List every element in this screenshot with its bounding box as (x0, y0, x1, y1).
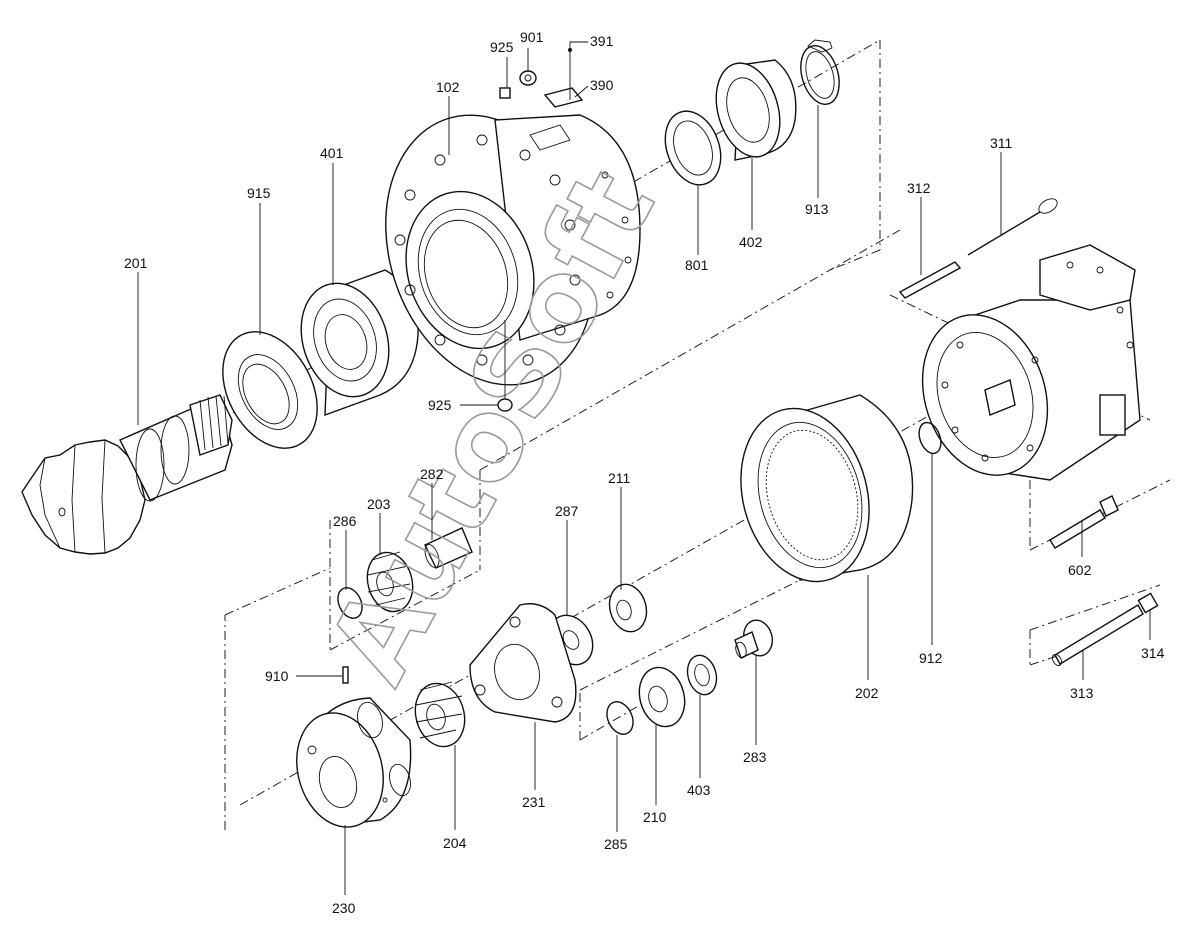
carrier-plate-231 (469, 603, 577, 723)
label-314: 314 (1141, 645, 1165, 661)
part-labels: 201 915 401 102 925 901 391 390 925 801 … (124, 29, 1165, 916)
label-925-bottom: 925 (428, 397, 452, 413)
label-915: 915 (247, 185, 271, 201)
label-211: 211 (608, 470, 631, 486)
thrust-plate-283 (734, 619, 774, 659)
label-283: 283 (743, 749, 767, 765)
label-913: 913 (805, 201, 829, 217)
name-plate-390 (543, 87, 584, 108)
label-401: 401 (320, 145, 344, 161)
label-285: 285 (604, 836, 628, 852)
label-204: 204 (443, 835, 467, 851)
label-312: 312 (907, 180, 931, 196)
label-313: 313 (1070, 685, 1094, 701)
label-230: 230 (332, 900, 356, 916)
pinion-shaft-201 (21, 394, 233, 555)
label-102: 102 (436, 79, 460, 95)
eye-bolt-901 (519, 70, 537, 86)
label-201: 201 (124, 255, 148, 271)
pin-282 (424, 527, 473, 569)
plug-314 (1137, 592, 1159, 614)
label-210: 210 (643, 809, 667, 825)
label-287: 287 (555, 503, 579, 519)
hydraulic-motor (921, 244, 1141, 481)
label-282: 282 (420, 466, 444, 482)
snap-ring-913 (800, 39, 840, 105)
washer-286 (337, 587, 363, 619)
oil-seal-801 (664, 110, 722, 186)
label-203: 203 (367, 496, 391, 512)
housing-102 (385, 114, 641, 386)
label-910: 910 (265, 668, 289, 684)
level-gauge-311 (967, 198, 1058, 256)
label-231: 231 (522, 794, 546, 810)
label-403: 403 (687, 782, 711, 798)
planet-gear-203 (366, 551, 414, 613)
label-286: 286 (333, 513, 357, 529)
plug-925-top (499, 87, 511, 99)
snap-ring-912 (918, 421, 942, 455)
needle-bearing-403 (686, 654, 718, 696)
thrust-washer-915 (222, 331, 318, 449)
ring-gear-202 (740, 394, 914, 583)
washer-285 (606, 701, 634, 735)
pipe-312 (898, 261, 962, 299)
label-801: 801 (685, 257, 709, 273)
label-391: 391 (590, 33, 614, 49)
label-202: 202 (855, 685, 879, 701)
label-311: 311 (990, 135, 1013, 151)
label-402: 402 (739, 234, 763, 250)
bolt-602 (1049, 495, 1119, 549)
pin-313 (1051, 604, 1144, 667)
label-912: 912 (919, 650, 943, 666)
leader-lines (137, 41, 1151, 895)
label-925-top: 925 (490, 39, 514, 55)
pin-910 (342, 666, 349, 684)
label-602: 602 (1068, 562, 1092, 578)
gear-210 (638, 666, 686, 728)
label-901: 901 (520, 29, 544, 45)
carrier-230 (296, 697, 412, 828)
label-390: 390 (590, 77, 614, 93)
ball-bearing-402 (715, 59, 797, 161)
sun-gear-211 (608, 583, 648, 633)
planet-gear-204 (414, 681, 466, 748)
